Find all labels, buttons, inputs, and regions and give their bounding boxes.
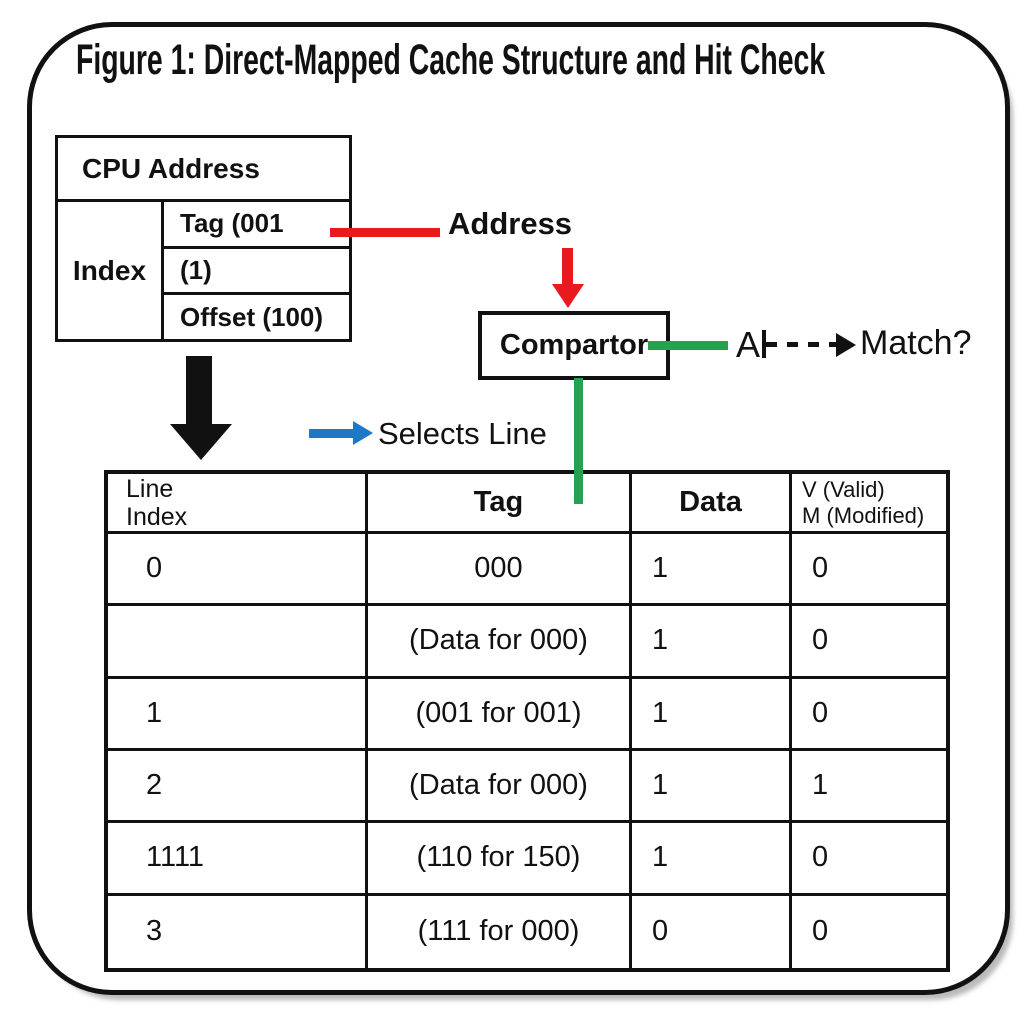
cache-table-header-valid-modified: V (Valid) M (Modified) bbox=[792, 474, 946, 534]
dashed-arrow-head bbox=[836, 333, 856, 357]
cache-cell-data: 1 bbox=[632, 534, 792, 607]
cache-cell-vm: 0 bbox=[812, 915, 829, 948]
tag-to-address-line bbox=[330, 228, 440, 237]
cpu-offset-field: Offset (100) bbox=[164, 292, 349, 339]
address-down-arrow bbox=[562, 248, 573, 286]
cache-cell-tag: (111 for 000) bbox=[368, 895, 632, 968]
cache-cell-tag: (110 for 150) bbox=[368, 823, 632, 896]
cache-cell-line-index: 3 bbox=[108, 895, 368, 968]
cache-table-header-data: Data bbox=[632, 474, 792, 534]
cache-table: Line Index Tag Data V (Valid) M (Modifie… bbox=[104, 470, 950, 972]
cache-cell-line-index: 1111 bbox=[108, 823, 368, 896]
cpu-address-body: Index Tag (001 (1) Offset (100) bbox=[58, 202, 349, 339]
cache-cell-vm: 0 bbox=[792, 823, 946, 896]
cpu-tag-field: Tag (001 bbox=[180, 208, 284, 239]
cache-cell-line-index: 2 bbox=[108, 751, 368, 824]
comparator-output-line bbox=[648, 341, 728, 350]
header-index: Index bbox=[126, 502, 188, 531]
cpu-address-box: CPU Address Index Tag (001 (1) Offset (1… bbox=[55, 135, 352, 342]
cpu-index-cell: Index bbox=[58, 202, 164, 339]
index-down-arrow-head bbox=[170, 424, 232, 460]
cache-cell-tag: (Data for 000) bbox=[368, 751, 632, 824]
cache-cell-tag: (Data for 000) bbox=[368, 606, 632, 679]
header-valid: V (Valid) bbox=[802, 476, 885, 502]
cache-cell-data: 1 bbox=[632, 606, 792, 679]
header-modified: M (Modified) bbox=[802, 502, 925, 528]
dashed-arrow-tick bbox=[762, 330, 766, 358]
cpu-address-fields: Tag (001 (1) Offset (100) bbox=[164, 202, 349, 339]
figure-title: Figure 1: Direct-Mapped Cache Structure … bbox=[76, 36, 826, 84]
cache-cell-line-index bbox=[108, 606, 368, 679]
dashed-arrow-line bbox=[766, 342, 838, 347]
selects-line-arrow-head bbox=[353, 421, 373, 445]
selects-line-label: Selects Line bbox=[378, 416, 547, 451]
cache-table-header-line-index: Line Index bbox=[108, 474, 368, 534]
comparator-to-tag-line bbox=[574, 378, 583, 504]
comparator-output-label: A bbox=[736, 324, 761, 365]
address-down-arrow-head bbox=[552, 284, 584, 308]
cache-table-header-tag: Tag bbox=[368, 474, 632, 534]
cpu-address-header: CPU Address bbox=[58, 138, 349, 202]
cache-cell-tag: 000 bbox=[368, 534, 632, 607]
cache-cell-vm: 0 bbox=[792, 534, 946, 607]
cache-cell-vm: 1 bbox=[792, 751, 946, 824]
cpu-index-bits-field: (1) bbox=[164, 245, 349, 293]
cache-cell-data: 0 bbox=[632, 895, 792, 968]
cache-cell-vm: 0 bbox=[792, 606, 946, 679]
cache-cell-data: 1 bbox=[632, 678, 792, 751]
cache-cell-tag: (001 for 001) bbox=[368, 678, 632, 751]
header-line: Line bbox=[126, 474, 174, 503]
cache-cell-data: 1 bbox=[632, 751, 792, 824]
cache-cell-line-index: 0 bbox=[108, 534, 368, 607]
address-label: Address bbox=[448, 206, 573, 241]
cache-cell-vm: 0 bbox=[792, 679, 946, 751]
cache-cell-data: 1 bbox=[632, 823, 792, 896]
index-down-arrow bbox=[186, 356, 212, 426]
comparator-box: Compartor bbox=[478, 311, 670, 380]
cache-cell-line-index: 1 bbox=[108, 678, 368, 751]
match-label: Match? bbox=[860, 324, 972, 362]
selects-line-arrow bbox=[309, 429, 355, 438]
comparator-label: Compartor bbox=[499, 329, 649, 361]
